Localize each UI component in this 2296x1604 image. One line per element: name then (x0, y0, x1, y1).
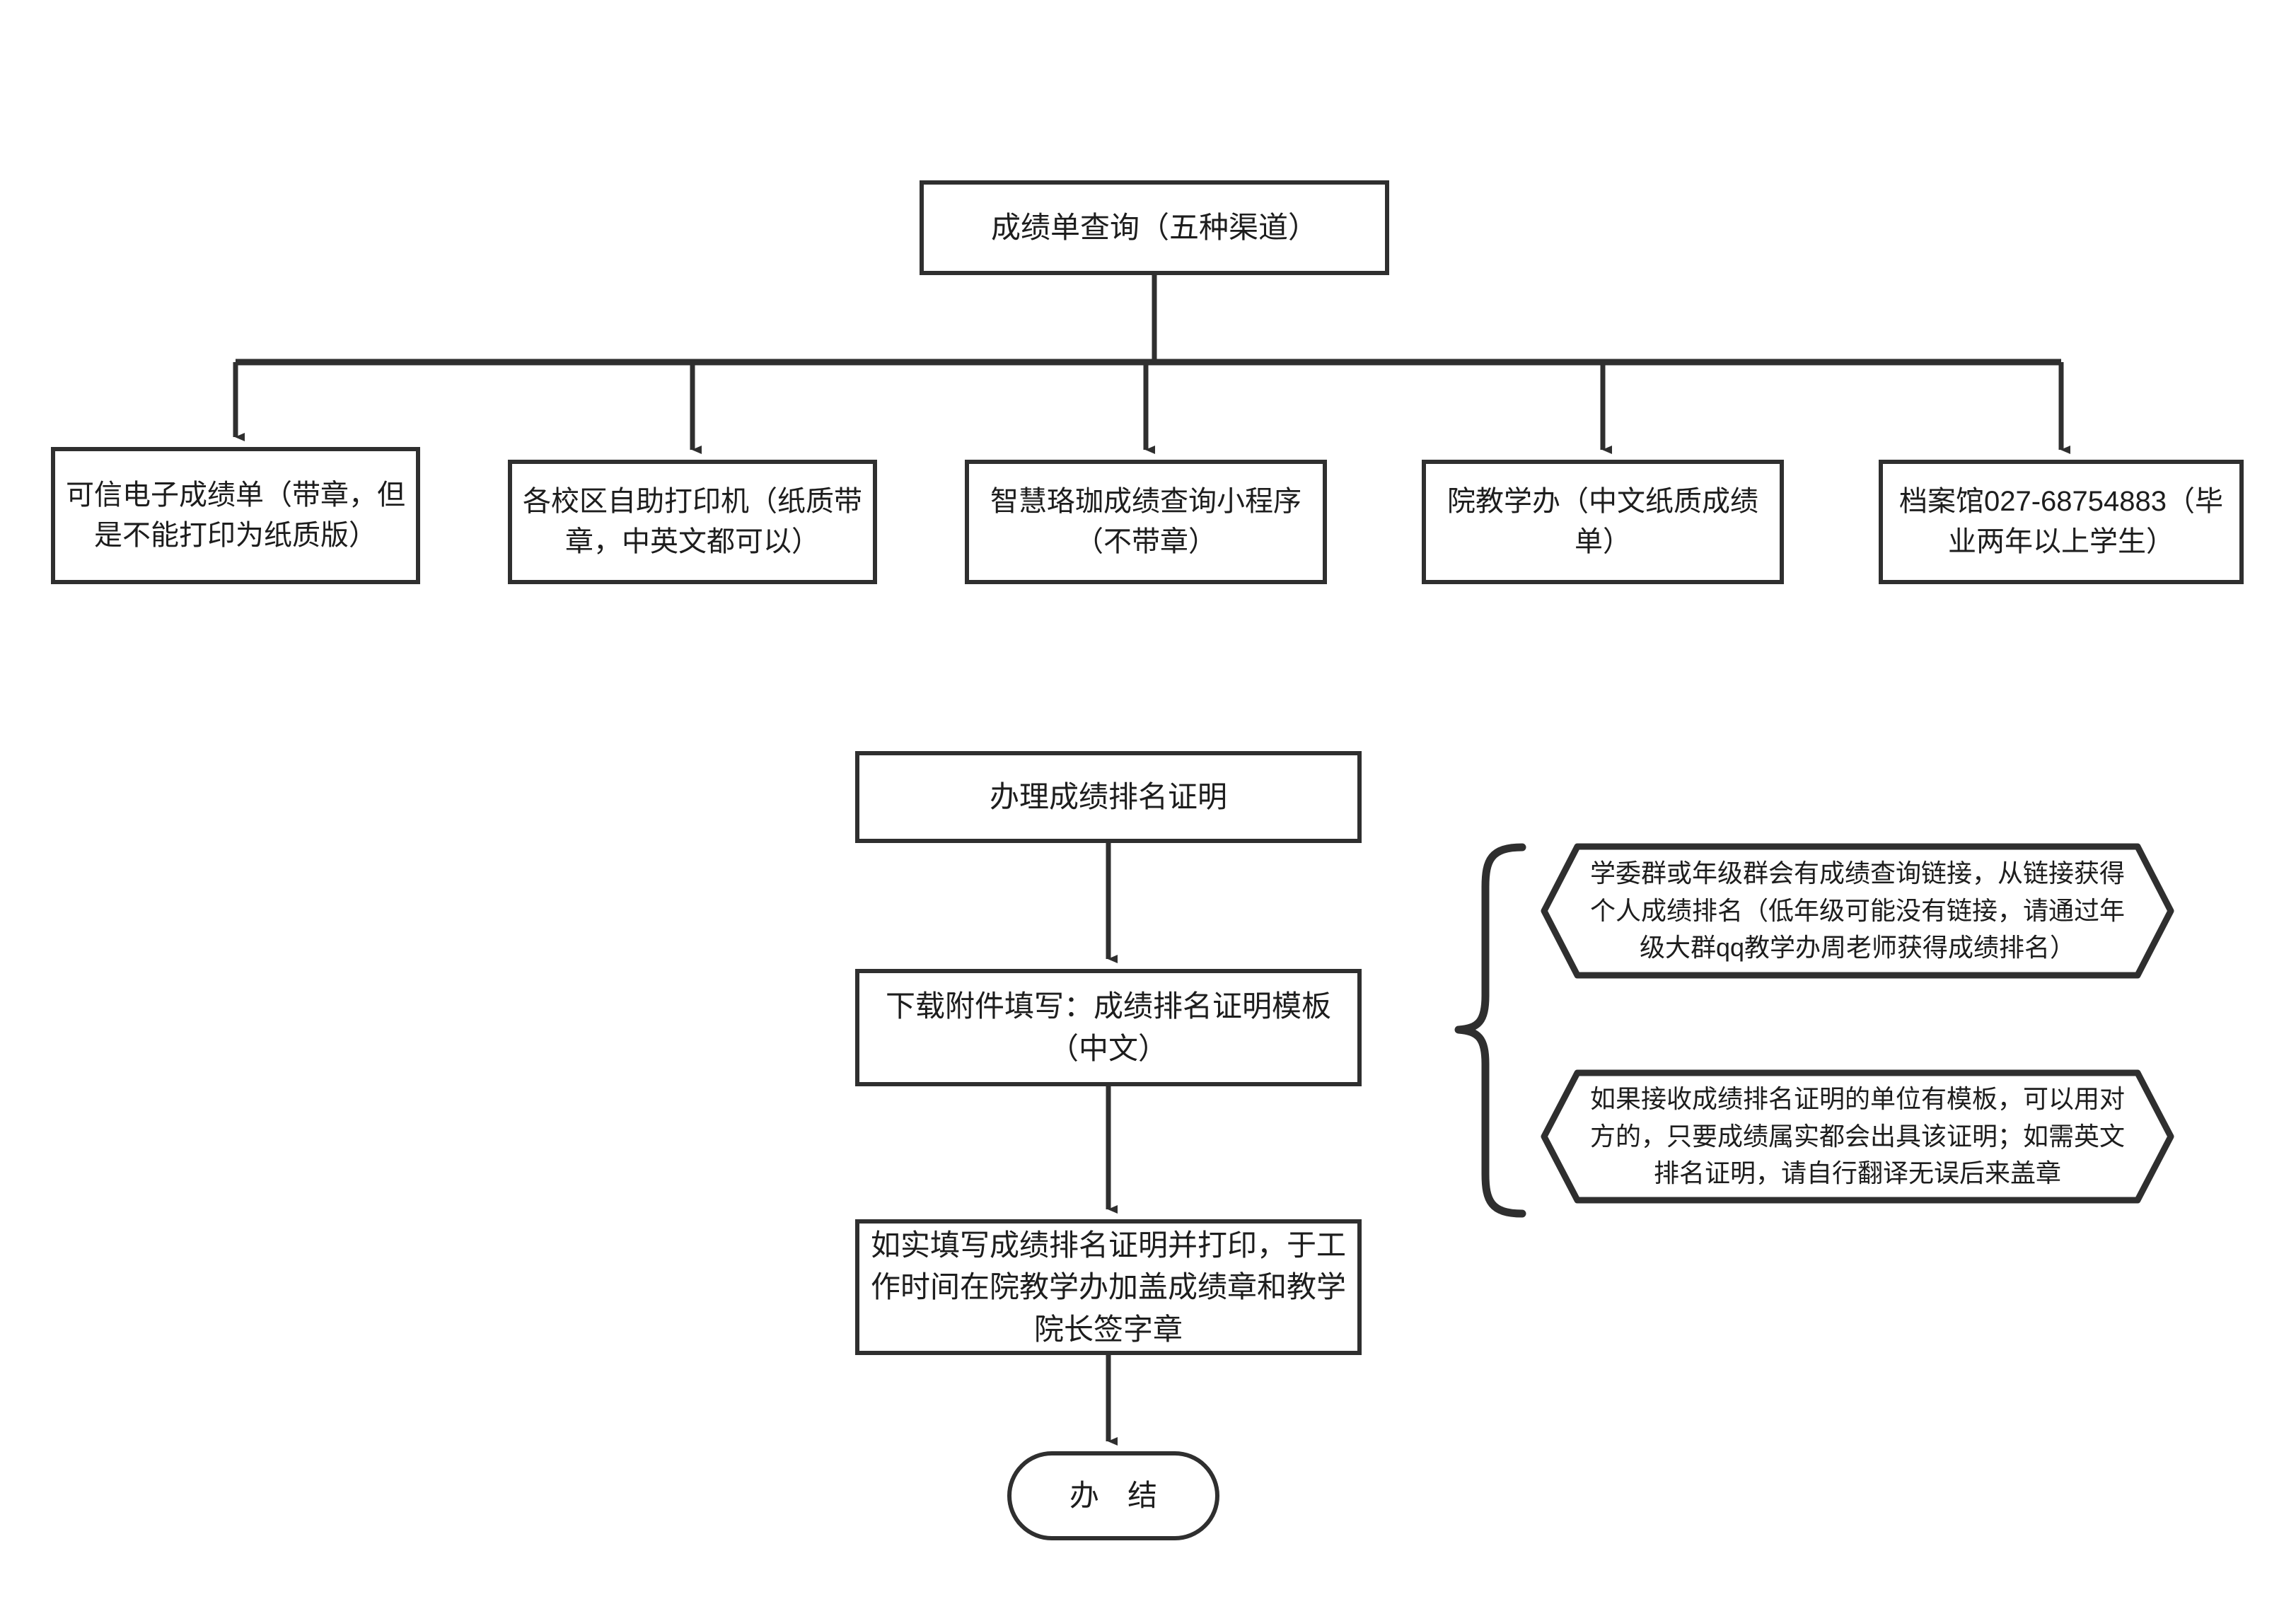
callout-note-rank-link[interactable]: 学委群或年级群会有成绩查询链接，从链接获得个人成绩排名（低年级可能没有链接，请通… (1541, 843, 2174, 979)
callout-text: 如果接收成绩排名证明的单位有模板，可以用对方的，只要成绩属实都会出具该证明；如需… (1589, 1084, 2125, 1188)
node-root[interactable]: 成绩单查询（五种渠道） (920, 180, 1389, 275)
node-channel-teaching-office[interactable]: 院教学办（中文纸质成绩单） (1422, 460, 1784, 584)
node-label: 档案馆027-68754883（毕业两年以上学生） (1898, 486, 2224, 557)
node-label: 办理成绩排名证明 (989, 780, 1227, 814)
node-label: 各校区自助打印机（纸质带章，中英文都可以） (523, 486, 862, 557)
node-root-label: 成绩单查询（五种渠道） (990, 211, 1318, 245)
node-step-apply-rank-certificate[interactable]: 办理成绩排名证明 (855, 751, 1362, 843)
callout-note-employer-template[interactable]: 如果接收成绩排名证明的单位有模板，可以用对方的，只要成绩属实都会出具该证明；如需… (1541, 1069, 2174, 1204)
hexagon-shape-icon (1541, 1069, 2174, 1204)
node-label: 下载附件填写：成绩排名证明模板（中文） (885, 989, 1331, 1065)
node-label: 如实填写成绩排名证明并打印，于工作时间在院教学办加盖成绩章和教学院长签字章 (870, 1228, 1346, 1346)
node-channel-archives[interactable]: 档案馆027-68754883（毕业两年以上学生） (1879, 460, 2244, 584)
node-terminator-done[interactable]: 办 结 (1007, 1451, 1219, 1540)
node-channel-miniprogram[interactable]: 智慧珞珈成绩查询小程序（不带章） (965, 460, 1327, 584)
node-label: 可信电子成绩单（带章，但是不能打印为纸质版） (66, 480, 405, 551)
node-channel-campus-self-printer[interactable]: 各校区自助打印机（纸质带章，中英文都可以） (508, 460, 877, 584)
callout-text: 学委群或年级群会有成绩查询链接，从链接获得个人成绩排名（低年级可能没有链接，请通… (1589, 859, 2125, 963)
node-step-download-template[interactable]: 下载附件填写：成绩排名证明模板（中文） (855, 969, 1362, 1086)
node-label: 院教学办（中文纸质成绩单） (1447, 486, 1758, 557)
hexagon-shape-icon (1541, 843, 2174, 979)
node-label: 智慧珞珈成绩查询小程序（不带章） (990, 486, 1301, 557)
node-label: 办 结 (1069, 1479, 1168, 1513)
curly-brace-icon (1454, 843, 1526, 1218)
node-step-fill-print-stamp[interactable]: 如实填写成绩排名证明并打印，于工作时间在院教学办加盖成绩章和教学院长签字章 (855, 1219, 1362, 1355)
node-channel-trusted-transcript[interactable]: 可信电子成绩单（带章，但是不能打印为纸质版） (51, 447, 420, 584)
